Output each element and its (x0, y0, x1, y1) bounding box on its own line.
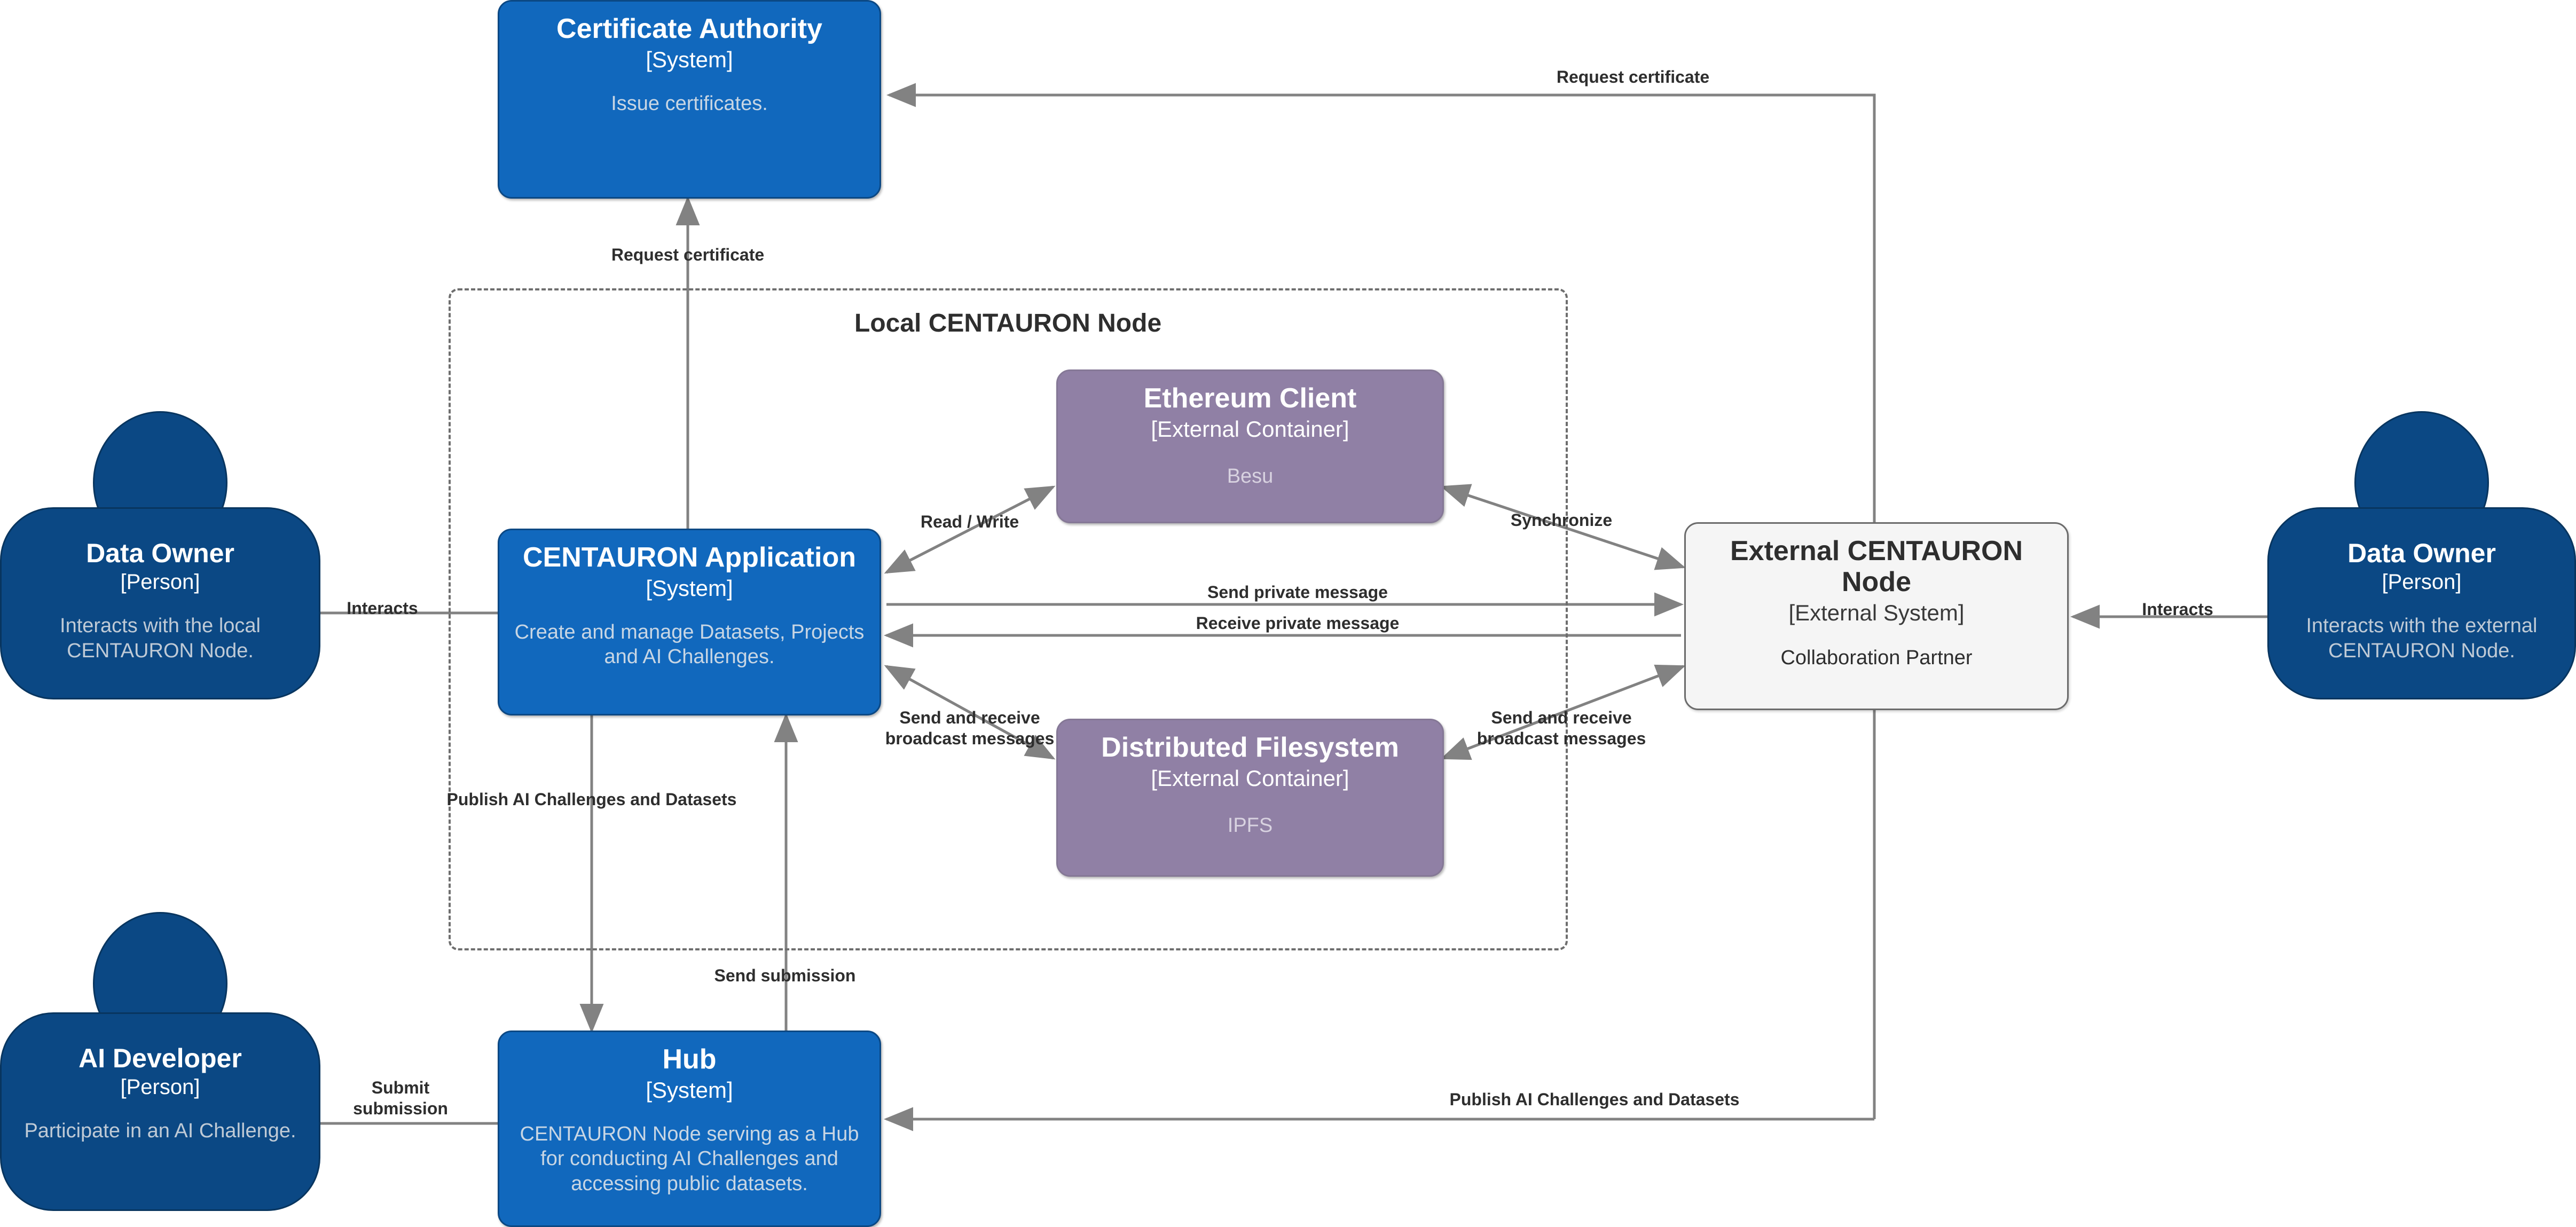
node-data-owner-external[interactable]: Data Owner [Person] Interacts with the e… (2267, 411, 2576, 699)
person-type: [Person] (120, 570, 200, 594)
edge-label-request-certificate-external: Request certificate (1556, 67, 1710, 86)
person-type: [Person] (2382, 570, 2462, 594)
node-type: [System] (646, 576, 733, 601)
edge-label-publish-local: Publish AI Challenges and Datasets (446, 790, 737, 809)
edge-label-publish-external: Publish AI Challenges and Datasets (1449, 1090, 1740, 1109)
person-body: Data Owner [Person] Interacts with the e… (2267, 507, 2576, 699)
person-title: Data Owner (2347, 538, 2496, 568)
edge-label-request-certificate-local: Request certificate (611, 245, 765, 264)
node-description: Collaboration Partner (1780, 647, 1973, 670)
edge-label-synchronize: Synchronize (1510, 510, 1613, 530)
node-centauron-application[interactable]: CENTAURON Application [System] Create an… (498, 529, 881, 715)
edge-label-send-private-message: Send private message (1207, 583, 1388, 602)
node-type: [External System] (1788, 600, 1965, 626)
node-title: CENTAURON Application (523, 542, 856, 573)
node-description: Besu (1227, 465, 1274, 487)
node-description: Issue certificates. (611, 92, 768, 115)
edge-label-broadcast-left: Send and receive broadcast messages (885, 708, 1055, 749)
person-type: [Person] (120, 1075, 200, 1099)
edge-label-interacts-local: Interacts (347, 599, 418, 618)
node-title: Distributed Filesystem (1101, 732, 1399, 763)
node-type: [External Container] (1151, 416, 1349, 442)
node-type: [System] (646, 47, 733, 73)
edge-label-interacts-external: Interacts (2142, 600, 2213, 619)
person-description: Participate in an AI Challenge. (24, 1120, 296, 1142)
edge-label-submit-submission: Submit submission (353, 1078, 448, 1119)
boundary-label: Local CENTAURON Node (854, 309, 1162, 337)
node-type: [System] (646, 1077, 733, 1103)
node-title: Ethereum Client (1143, 383, 1357, 414)
person-body: Data Owner [Person] Interacts with the l… (0, 507, 320, 699)
node-ethereum-client[interactable]: Ethereum Client [External Container] Bes… (1056, 369, 1444, 523)
person-description: Interacts with the local CENTAURON Node. (60, 615, 261, 663)
edge-label-broadcast-right: Send and receive broadcast messages (1477, 708, 1646, 749)
edge-label-read-write: Read / Write (920, 512, 1019, 531)
node-description: IPFS (1227, 814, 1273, 837)
person-title: Data Owner (86, 538, 234, 568)
node-hub[interactable]: Hub [System] CENTAURON Node serving as a… (498, 1031, 881, 1227)
node-description: Create and manage Datasets, Projects and… (514, 620, 865, 668)
person-title: AI Developer (78, 1043, 242, 1073)
node-ai-developer[interactable]: AI Developer [Person] Participate in an … (0, 912, 320, 1211)
edge-label-send-submission: Send submission (714, 966, 856, 985)
node-title: Certificate Authority (556, 13, 822, 44)
node-data-owner-local[interactable]: Data Owner [Person] Interacts with the l… (0, 411, 320, 699)
person-description: Interacts with the external CENTAURON No… (2306, 615, 2538, 663)
person-body: AI Developer [Person] Participate in an … (0, 1012, 320, 1211)
node-external-centauron-node[interactable]: External CENTAURON Node [External System… (1684, 522, 2069, 710)
node-certificate-authority[interactable]: Certificate Authority [System] Issue cer… (498, 0, 881, 199)
node-distributed-filesystem[interactable]: Distributed Filesystem [External Contain… (1056, 719, 1444, 877)
local-centauron-node-boundary (449, 288, 1568, 950)
node-description: CENTAURON Node serving as a Hub for cond… (520, 1122, 859, 1195)
node-title: External CENTAURON Node (1730, 536, 2023, 598)
node-title: Hub (662, 1044, 717, 1075)
node-type: [External Container] (1151, 766, 1349, 791)
edge-label-receive-private-message: Receive private message (1196, 613, 1400, 633)
